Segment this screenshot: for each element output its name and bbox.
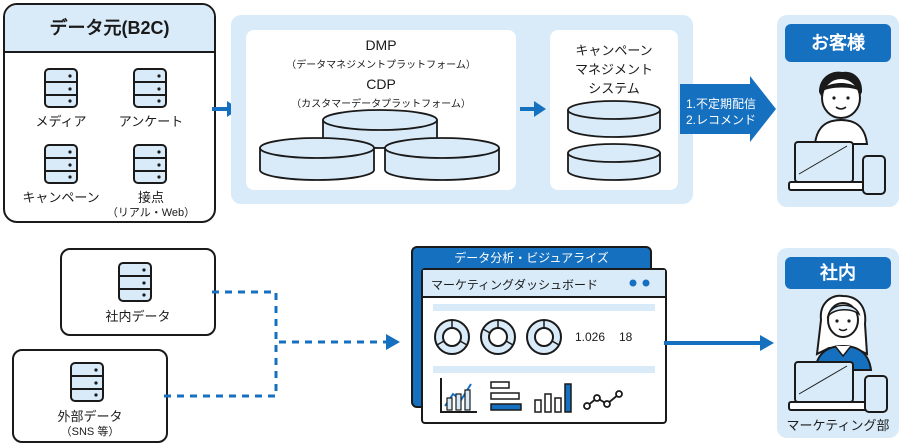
database-icon bbox=[44, 68, 78, 108]
dashboard-widgets bbox=[433, 304, 655, 413]
external-data-label: 外部データ bbox=[57, 409, 123, 424]
data-source-box: データ元(B2C) メディア アンケート キャンペーン 接点 （リアル・Web） bbox=[3, 3, 216, 223]
database-icon bbox=[133, 144, 167, 184]
cdp-subtitle: （カスタマーデータプラットフォーム） bbox=[291, 99, 471, 110]
output-item-recommend: 2.レコメンド bbox=[686, 113, 757, 127]
cylinder-icon bbox=[384, 137, 500, 181]
source-item-touchpoint: 接点 bbox=[137, 190, 164, 205]
sparkline-icon bbox=[583, 390, 623, 410]
cylinder-icon bbox=[567, 100, 661, 138]
window-controls bbox=[629, 279, 650, 287]
donut-chart-icon bbox=[480, 319, 516, 355]
customer-title: お客様 bbox=[785, 24, 891, 62]
campaign-system-line1: キャンペーン bbox=[575, 43, 653, 58]
arrow-right-icon bbox=[664, 335, 774, 351]
dmp-title: DMP bbox=[365, 37, 397, 53]
donut-chart-icon bbox=[526, 319, 562, 355]
marketer-person-illustration bbox=[788, 294, 888, 413]
donut-chart-icon bbox=[434, 319, 470, 355]
source-item-media: メディア bbox=[35, 114, 87, 129]
database-icon bbox=[44, 144, 78, 184]
line-chart-icon bbox=[440, 378, 477, 413]
dashboard-metric-2: 18 bbox=[619, 330, 633, 344]
bar-chart-vertical-icon bbox=[534, 383, 572, 413]
arrow-right-icon bbox=[520, 101, 546, 117]
analytics-title: データ分析・ビジュアライズ bbox=[454, 251, 609, 265]
output-item-irregular: 1.不定期配信 bbox=[686, 97, 757, 111]
window-dot-icon bbox=[642, 279, 650, 287]
dashboard-title: マーケティングダッシュボード bbox=[431, 278, 599, 292]
window-dot-icon bbox=[629, 279, 637, 287]
output-arrow bbox=[680, 76, 776, 142]
source-item-touchpoint-sub: （リアル・Web） bbox=[106, 207, 196, 219]
customer-person-illustration bbox=[788, 71, 886, 195]
dashboard-titlebar bbox=[423, 270, 665, 298]
database-icon bbox=[70, 362, 104, 402]
database-icon bbox=[118, 262, 152, 302]
bar-chart-horizontal-icon bbox=[490, 381, 522, 411]
external-data-sub: （SNS 等） bbox=[60, 426, 120, 438]
campaign-system-line3: システム bbox=[588, 81, 640, 96]
campaign-cylinders bbox=[567, 100, 661, 181]
source-item-survey: アンケート bbox=[118, 114, 184, 129]
dmp-subtitle: （データマネジメントプラットフォーム） bbox=[286, 60, 476, 71]
campaign-system-line2: マネジメント bbox=[574, 62, 653, 77]
internal-title: 社内 bbox=[785, 257, 891, 289]
dashboard-metric-1: 1.026 bbox=[575, 330, 606, 344]
internal-caption: マーケティング部 bbox=[786, 418, 890, 433]
cdp-title: CDP bbox=[366, 76, 396, 92]
dashed-connector bbox=[164, 290, 400, 398]
source-item-campaign: キャンペーン bbox=[22, 190, 100, 205]
cylinder-icon bbox=[259, 137, 375, 181]
database-icon bbox=[133, 68, 167, 108]
internal-data-label: 社内データ bbox=[105, 309, 171, 324]
data-source-title: データ元(B2C) bbox=[5, 5, 214, 53]
cylinder-icon bbox=[567, 143, 661, 181]
data-store-cylinders bbox=[259, 109, 500, 181]
